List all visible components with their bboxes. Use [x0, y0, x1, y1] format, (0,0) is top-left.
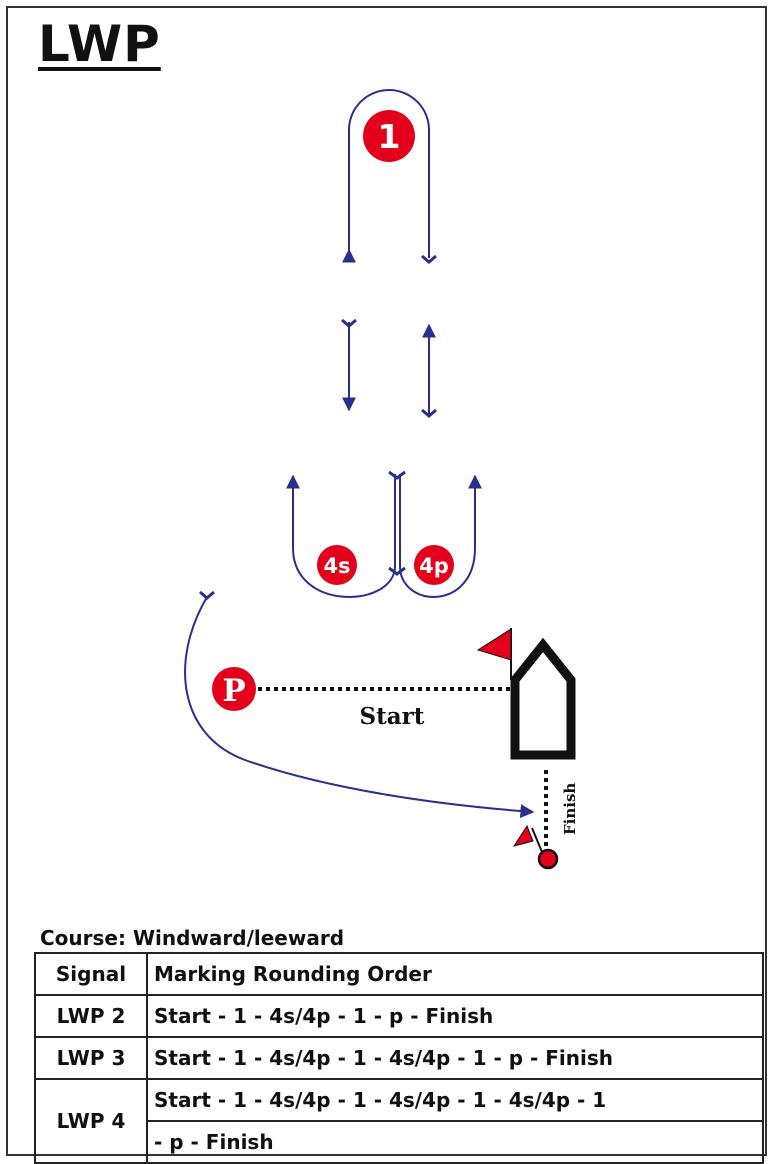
committee-flag — [476, 628, 512, 661]
page-title: LWP — [38, 15, 161, 73]
finish-leg-tail-tick — [199, 590, 215, 600]
mark-p — [212, 667, 256, 711]
signal-cell: LWP 4 — [34, 1078, 148, 1164]
mark-1-label: 1 — [378, 117, 401, 156]
upwind-leg-tail-tick — [421, 408, 437, 418]
mark-p-label: P — [222, 673, 245, 709]
table-header-row: Signal Marking Rounding Order — [34, 952, 764, 996]
signal-cell: LWP 2 — [34, 994, 148, 1038]
mark-4p-label: 4p — [419, 554, 449, 578]
signal-cell: LWP 3 — [34, 1036, 148, 1080]
finish-leg-line — [184, 596, 535, 819]
gate-port-rounding-line — [399, 474, 482, 598]
table-row: LWP 4 Start - 1 - 4s/4p - 1 - 4s/4p - 1 … — [34, 1078, 764, 1164]
table-row: LWP 2 Start - 1 - 4s/4p - 1 - p - Finish — [34, 994, 764, 1038]
windward-rounding-line — [342, 89, 430, 263]
course-label: Course: Windward/leeward — [40, 926, 345, 950]
mark-4s — [317, 545, 357, 585]
finish-label: Finish — [561, 783, 579, 835]
finish-mark-buoy — [537, 848, 559, 870]
header-signal: Signal — [34, 952, 148, 996]
order-cell: Start - 1 - 4s/4p - 1 - p - Finish — [146, 994, 764, 1038]
order-cell: Start - 1 - 4s/4p - 1 - 4s/4p - 1 - 4s/4… — [146, 1078, 764, 1122]
finish-flag-pole — [531, 827, 543, 853]
gate-starboard-rounding-line — [286, 474, 396, 598]
finish-flag — [512, 824, 534, 847]
mark-4p — [414, 545, 454, 585]
mark-1 — [363, 110, 415, 162]
gate-entry-tick — [388, 470, 406, 480]
windward-tail-tick — [421, 254, 437, 264]
order-cell: Start - 1 - 4s/4p - 1 - 4s/4p - 1 - p - … — [146, 1036, 764, 1080]
downwind-leg-tail-tick — [341, 318, 357, 328]
gate-center-tick — [388, 566, 406, 576]
signal-table: Signal Marking Rounding Order LWP 2 Star… — [34, 952, 764, 1164]
header-rounding-order: Marking Rounding Order — [146, 952, 764, 996]
table-row: LWP 3 Start - 1 - 4s/4p - 1 - 4s/4p - 1 … — [34, 1036, 764, 1080]
committee-boat — [510, 637, 576, 760]
start-label: Start — [360, 703, 425, 730]
order-cell-continuation: - p - Finish — [146, 1120, 764, 1164]
mark-4s-label: 4s — [323, 554, 350, 578]
